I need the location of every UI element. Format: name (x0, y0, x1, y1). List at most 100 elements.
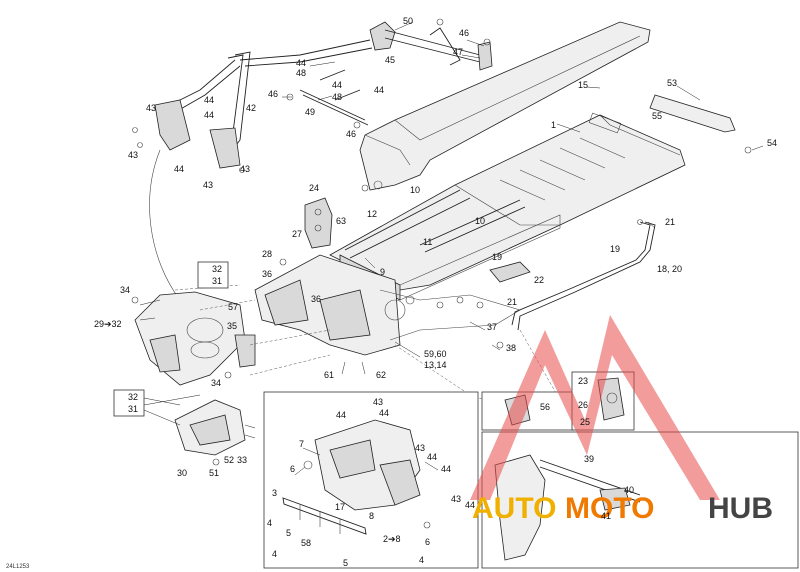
label-62: 62 (376, 370, 386, 380)
bracket-22-part (489, 261, 531, 283)
label-53: 53 (667, 78, 677, 88)
label-3: 3 (272, 488, 277, 498)
label-44: 44 (465, 500, 475, 510)
label-4: 4 (419, 555, 424, 565)
label-43: 43 (146, 103, 156, 113)
label-43: 43 (203, 180, 213, 190)
label-24: 24 (309, 183, 319, 193)
label-4: 4 (267, 518, 272, 528)
label-9: 9 (380, 267, 385, 277)
label-10: 10 (410, 185, 420, 195)
label-35: 35 (227, 321, 237, 331)
label-box-32-31-b (113, 389, 145, 417)
label-46: 46 (459, 28, 469, 38)
cable-part (149, 149, 181, 301)
label-19: 19 (492, 252, 502, 262)
diagram-code: 24L1253 (6, 564, 30, 570)
front-bulkhead-part (254, 254, 521, 356)
label-40: 40 (624, 485, 634, 495)
label-38: 38 (506, 343, 516, 353)
label-8: 8 (369, 511, 374, 521)
label-33: 33 (237, 455, 247, 465)
label-2-8: 2➔8 (383, 534, 401, 544)
automotohub-logo: AUTO MOTO HUB (470, 315, 773, 525)
label-43: 43 (451, 494, 461, 504)
label-18-20: 18, 20 (657, 264, 682, 274)
label-47: 47 (453, 47, 463, 57)
label-57: 57 (228, 302, 238, 312)
label-21: 21 (507, 297, 517, 307)
label-23: 23 (578, 376, 588, 386)
label-29-32: 29➔32 (94, 319, 122, 329)
label-1: 1 (551, 120, 556, 130)
front-arm-part (134, 291, 256, 386)
label-44: 44 (204, 95, 214, 105)
side-rail-part (344, 189, 526, 259)
label-32: 32 (128, 392, 138, 402)
lower-arm-part (174, 399, 256, 456)
label-51: 51 (209, 468, 219, 478)
label-44: 44 (336, 410, 346, 420)
logo-text-moto: MOTO (565, 492, 654, 525)
label-34: 34 (120, 285, 130, 295)
label-31: 31 (212, 276, 222, 286)
label-48: 48 (296, 68, 306, 78)
label-41: 41 (601, 511, 611, 521)
label-58: 58 (301, 538, 311, 548)
label-5: 5 (286, 528, 291, 538)
label-48: 48 (332, 92, 342, 102)
label-28: 28 (262, 249, 272, 259)
label-34: 34 (211, 378, 221, 388)
label-6: 6 (425, 537, 430, 547)
bracket-24-part (304, 197, 333, 249)
label-54: 54 (767, 138, 777, 148)
label-61: 61 (324, 370, 334, 380)
label-17: 17 (335, 502, 345, 512)
label-31: 31 (128, 404, 138, 414)
label-46: 46 (346, 129, 356, 139)
label-46: 46 (268, 89, 278, 99)
label-11: 11 (423, 237, 432, 247)
label-49: 49 (305, 107, 315, 117)
label-63: 63 (336, 216, 346, 226)
fasteners (131, 18, 752, 529)
label-10: 10 (475, 216, 485, 226)
label-44: 44 (174, 164, 184, 174)
label-44: 44 (332, 80, 342, 90)
label-45: 45 (385, 55, 395, 65)
label-26: 26 (578, 400, 588, 410)
label-13-14: 13,14 (424, 360, 447, 370)
label-44: 44 (441, 464, 451, 474)
logo-text-hub: HUB (708, 492, 773, 525)
label-50: 50 (403, 16, 413, 26)
label-30: 30 (177, 468, 187, 478)
label-43: 43 (128, 150, 138, 160)
logo-text-auto: AUTO (472, 492, 556, 525)
label-44: 44 (296, 58, 306, 68)
label-43: 43 (373, 397, 383, 407)
label-44: 44 (379, 408, 389, 418)
label-6: 6 (290, 464, 295, 474)
label-43: 43 (240, 164, 250, 174)
label-36: 36 (311, 294, 321, 304)
rail-53-part (649, 94, 736, 133)
tunnel-part (359, 21, 651, 192)
label-7: 7 (299, 439, 304, 449)
label-15: 15 (578, 80, 588, 90)
label-box-32-31-a (197, 261, 229, 289)
label-5: 5 (343, 558, 348, 568)
part-labels: 50 46 47 44 48 45 44 48 44 46 49 46 42 4… (94, 16, 777, 568)
detail-rod-part (494, 454, 641, 561)
label-37: 37 (487, 322, 497, 332)
label-22: 22 (534, 275, 544, 285)
label-21: 21 (665, 217, 675, 227)
label-4: 4 (272, 549, 277, 559)
label-25: 25 (580, 417, 590, 427)
label-52: 52 (224, 455, 234, 465)
label-32: 32 (212, 264, 222, 274)
label-leaders (143, 21, 764, 476)
label-27: 27 (292, 229, 302, 239)
detail-hinge-part (597, 377, 625, 421)
rear-rod-part (511, 221, 656, 331)
